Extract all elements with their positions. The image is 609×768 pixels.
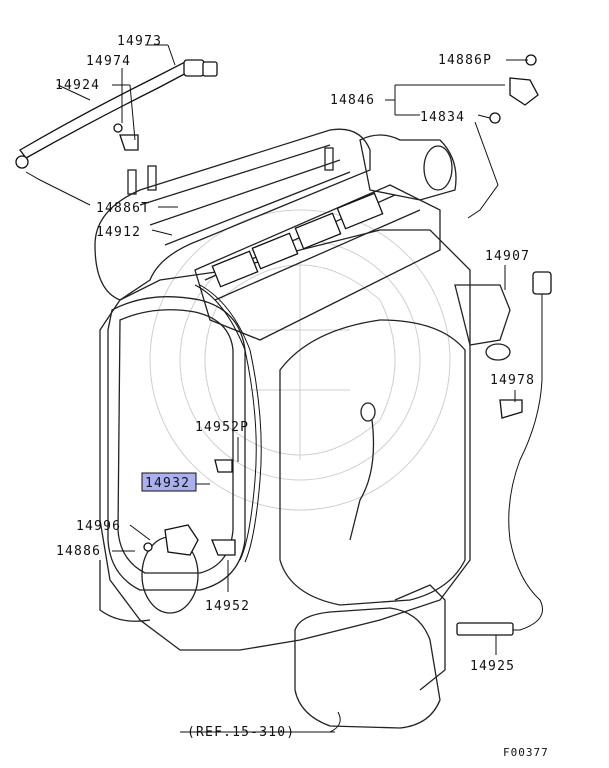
label-14973: 14973 [117, 34, 162, 49]
label-14952P: 14952P [195, 420, 249, 435]
label-14846: 14846 [330, 93, 375, 108]
label-14886P: 14886P [438, 53, 492, 68]
label-14996: 14996 [76, 519, 121, 534]
label-14834: 14834 [420, 110, 465, 125]
watermark-emblem [149, 209, 451, 511]
label-14907: 14907 [485, 249, 530, 264]
label-14932: 14932 [145, 476, 190, 491]
label-14912: 14912 [96, 225, 141, 240]
leader-lines [57, 44, 528, 733]
label-14925: 14925 [470, 659, 515, 674]
sensor-14925 [456, 271, 552, 636]
label-14974: 14974 [86, 54, 131, 69]
bracket-14974 [113, 123, 139, 151]
engine-block [94, 128, 511, 729]
highlight-box [141, 472, 197, 492]
reference-label: (REF.15-310) [187, 725, 295, 740]
label-14924: 14924 [55, 78, 100, 93]
label-14978: 14978 [490, 373, 535, 388]
bracket-14952 [211, 459, 236, 556]
label-14952: 14952 [205, 599, 250, 614]
part-labels: 14973 14974 14924 14886P 14846 14834 148… [55, 34, 549, 759]
sensor-14846 [489, 54, 539, 124]
ignition-coils [211, 192, 384, 288]
figure-id: F00377 [503, 746, 549, 759]
label-14886T: 14886T [96, 201, 150, 216]
harness-14924 [15, 59, 218, 206]
sensor-14932 [143, 524, 199, 556]
label-14886: 14886 [56, 544, 101, 559]
